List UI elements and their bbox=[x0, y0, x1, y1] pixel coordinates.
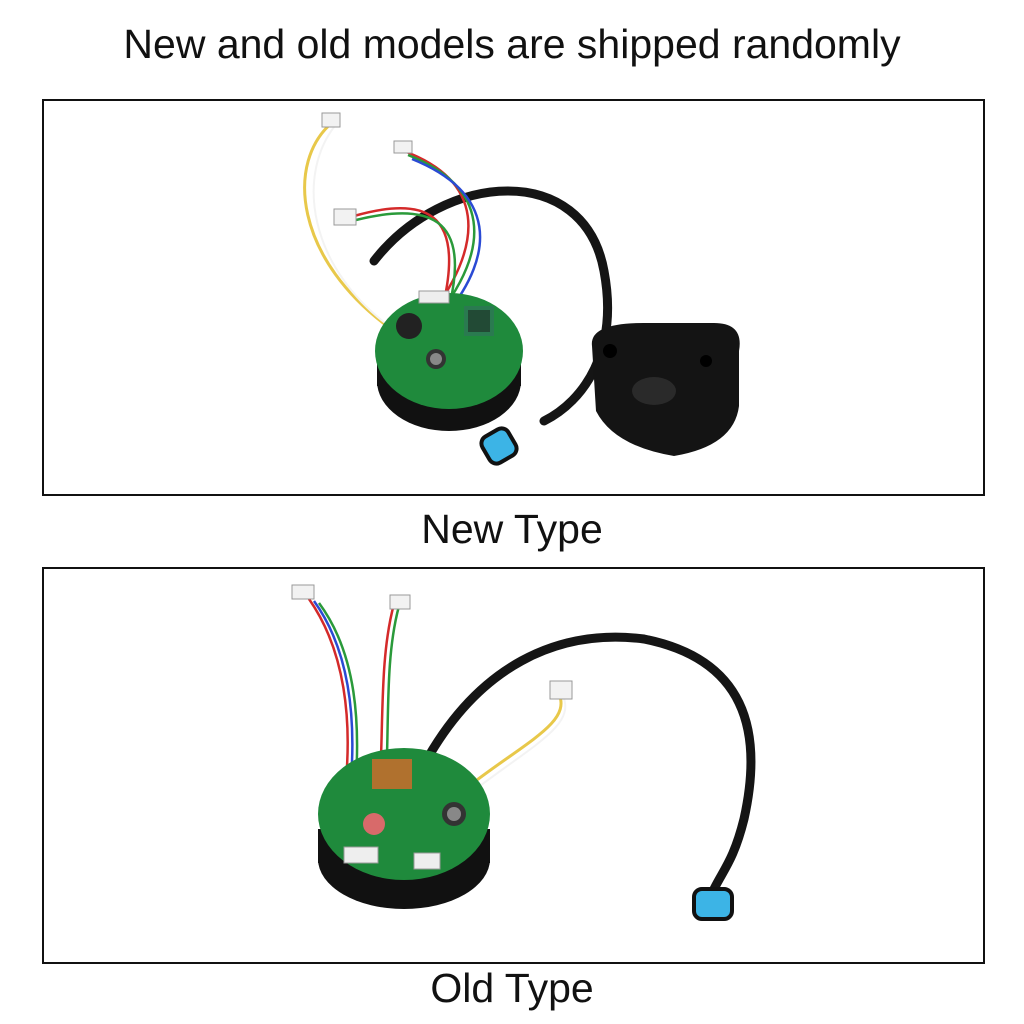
page-title: New and old models are shipped randomly bbox=[123, 21, 901, 67]
new-type-caption: New Type bbox=[421, 506, 603, 552]
new-type-photo-frame bbox=[42, 99, 985, 496]
new-type-product-image bbox=[303, 112, 740, 466]
old-type-photo-frame bbox=[42, 567, 985, 964]
old-type-caption: Old Type bbox=[430, 965, 594, 1011]
old-type-product-image bbox=[291, 584, 756, 921]
